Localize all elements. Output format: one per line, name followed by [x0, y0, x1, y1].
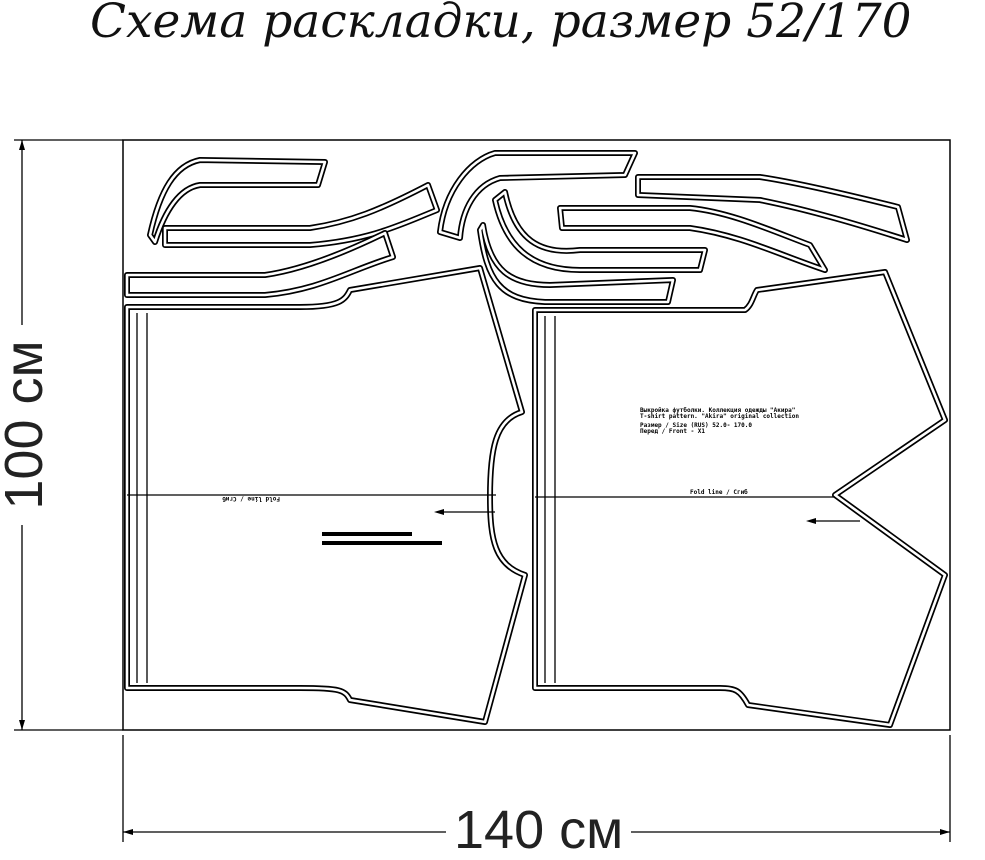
front-label-line2: T-shirt pattern. "Akira" original collec… [640, 413, 799, 420]
layout-title: Схема раскладки, размер 52/170 [90, 0, 912, 49]
front-label-line4: Перед / Front - X1 [640, 428, 705, 435]
fabric-frame [122, 139, 951, 731]
back-piece: Fold line / Сгиб [124, 265, 528, 725]
front-piece: Fold line / Сгиб Выкройка футболки. Колл… [532, 269, 948, 728]
width-label: 140 см [446, 800, 632, 860]
back-fold-label: Fold line / Сгиб [222, 495, 280, 502]
binding-strips [124, 150, 910, 305]
front-label-line3: Размер / Size (RUS) 52.0- 170.0 [640, 422, 752, 429]
height-label: 100 см [0, 325, 54, 525]
front-fold-label: Fold line / Сгиб [690, 489, 748, 496]
front-label-line1: Выкройка футболки. Коллекция одежды "Аки… [640, 407, 795, 414]
